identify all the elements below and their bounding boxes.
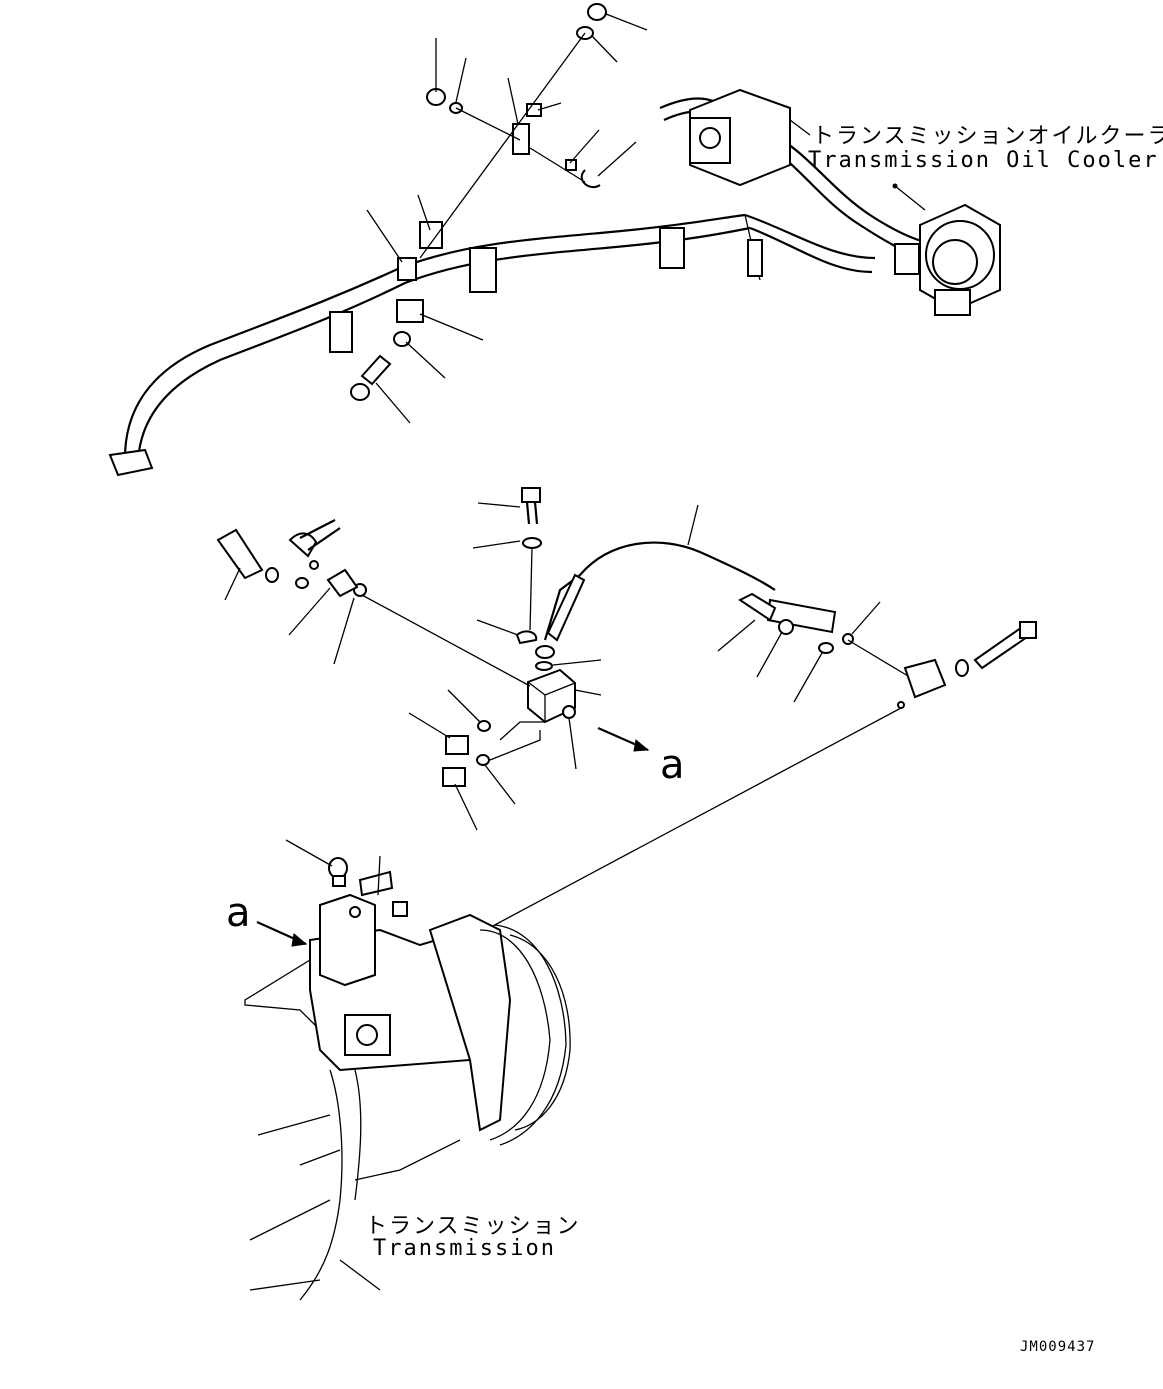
upper-leader-lines bbox=[366, 13, 648, 424]
drawing-code: JM009437 bbox=[1020, 1339, 1096, 1355]
upper-clamp-hardware bbox=[350, 3, 763, 401]
view-marker-a-lower: a bbox=[226, 890, 251, 936]
valve-block-assembly bbox=[216, 487, 1037, 936]
view-marker-a-middle: a bbox=[660, 742, 685, 788]
middle-leader-lines bbox=[224, 502, 881, 831]
transmission-body bbox=[244, 857, 571, 1301]
lower-leader-lines bbox=[256, 839, 381, 947]
transmission-label-en: Transmission bbox=[373, 1236, 556, 1261]
oil-cooler-label-jp: トランスミッションオイルクーラ bbox=[812, 124, 1163, 149]
oil-cooler-hose bbox=[108, 213, 876, 477]
oil-cooler-label-en: Transmission Oil Cooler bbox=[808, 148, 1159, 173]
transmission-label-jp: トランスミッション bbox=[365, 1214, 581, 1239]
oil-cooler-body bbox=[689, 88, 1001, 316]
